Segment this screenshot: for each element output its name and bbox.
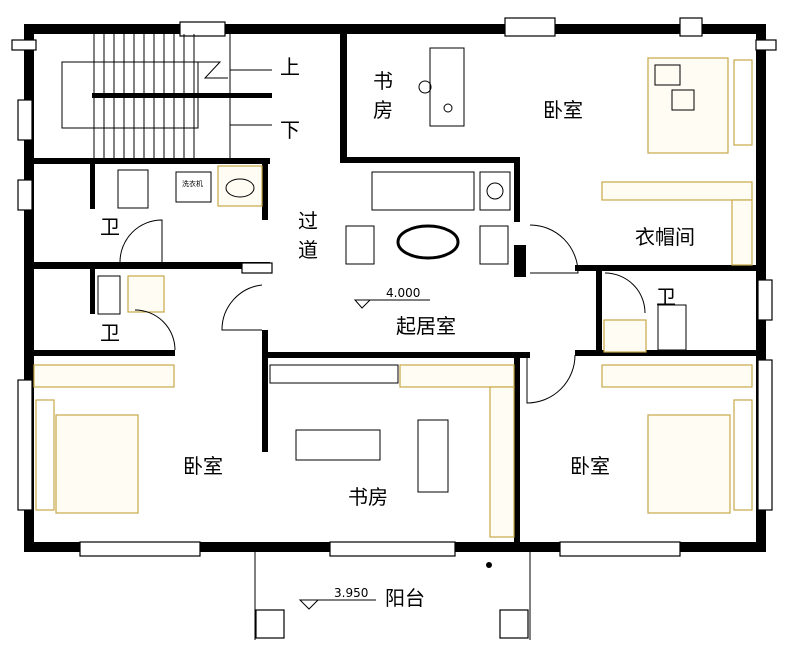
- study-top-label-2: 房: [373, 98, 393, 122]
- balcony-elevation: 3.950: [334, 586, 368, 600]
- bed-top-right: [647, 57, 753, 154]
- stair-up-label: 上: [280, 55, 300, 79]
- bed-bottom-left: [33, 364, 175, 514]
- stair-down-label: 下: [280, 118, 300, 142]
- corridor-label-2: 道: [298, 238, 318, 262]
- wardrobe-closet: [601, 181, 753, 266]
- bedroom-top-right-label: 卧室: [543, 98, 583, 122]
- bed-bottom-right: [601, 364, 753, 514]
- sofa-set: [345, 171, 511, 265]
- bedroom-bottom-left-label: 卧室: [183, 454, 223, 478]
- doors[interactable]: [119, 219, 646, 404]
- balcony-label: 阳台: [385, 586, 425, 610]
- study-bottom-label: 书房: [348, 485, 388, 509]
- windows: [11, 17, 777, 557]
- staircase[interactable]: 上 下: [61, 34, 300, 158]
- bedroom-bottom-right-label: 卧室: [570, 454, 610, 478]
- bath-fixtures: 洗衣机: [97, 165, 687, 353]
- study-bottom-furniture: [269, 364, 515, 538]
- living-room-elevation: 4.000: [386, 286, 420, 300]
- bath-2-label: 卫: [100, 321, 120, 345]
- walk-in-closet-label: 衣帽间: [635, 225, 695, 249]
- balcony: [254, 552, 531, 640]
- corridor-label-1: 过: [298, 209, 318, 233]
- washing-machine-label: 洗衣机: [182, 179, 203, 188]
- study-top-desk: [418, 47, 465, 127]
- bath-3-label: 卫: [656, 285, 676, 309]
- study-top-label-1: 书: [373, 69, 393, 93]
- bath-1-label: 卫: [100, 215, 120, 239]
- living-room-label: 起居室: [396, 314, 456, 338]
